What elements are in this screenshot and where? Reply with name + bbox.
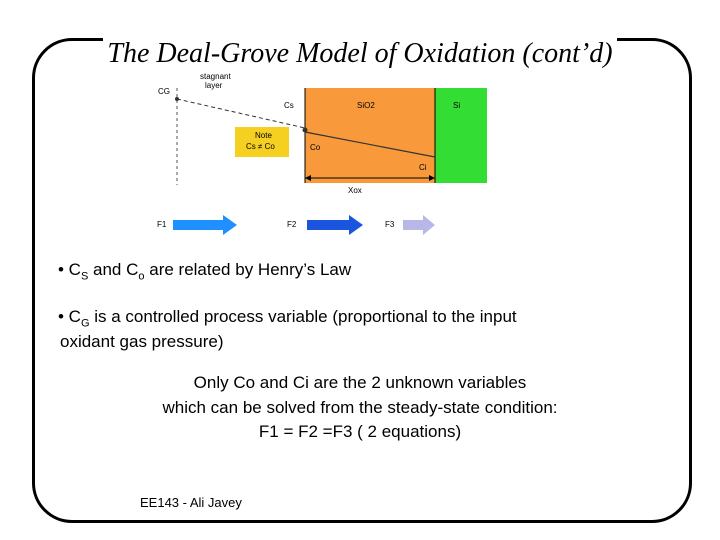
conclusion-line-3: F1 = F2 =F3 ( 2 equations) (258, 422, 462, 441)
gas-concentration-line (176, 98, 306, 129)
si-region (435, 88, 487, 183)
cs-label: Cs (284, 101, 294, 110)
xox-arrow-left (305, 175, 311, 181)
sio2-label: SiO2 (357, 101, 375, 110)
cs-point (302, 127, 308, 133)
sio2-region (305, 88, 435, 183)
ci-label: Ci (419, 163, 427, 172)
stagnant-label-1: stagnant (200, 72, 231, 81)
f2-label: F2 (287, 220, 297, 229)
cg-label: CG (158, 87, 170, 96)
deal-grove-diagram: stagnant layer CG Cs Co Ci SiO2 Si Note … (145, 70, 595, 240)
note-box (235, 127, 289, 157)
f1-arrow-head (223, 215, 237, 235)
f2-arrow-body (307, 220, 349, 230)
xox-label: Xox (348, 186, 362, 195)
stagnant-label-2: layer (205, 81, 223, 90)
slide-title: The Deal-Grove Model of Oxidation (cont’… (0, 38, 720, 70)
conclusion-line-1: Only Co and Ci are the 2 unknown variabl… (193, 373, 527, 392)
bullet-cg-variable: • CG is a controlled process variable (p… (58, 307, 517, 330)
xox-arrow-right (429, 175, 435, 181)
footer-credit: EE143 - Ali Javey (140, 495, 242, 510)
oxide-concentration-line (304, 131, 436, 158)
note-body: Cs ≠ Co (246, 142, 275, 151)
bullet-cg-variable-line2: oxidant gas pressure) (60, 332, 224, 351)
cg-point (175, 97, 179, 101)
bullet-henrys-law: • CS and Co are related by Henry’s Law (58, 260, 352, 283)
f1-arrow-body (173, 220, 223, 230)
conclusion-line-2: which can be solved from the steady-stat… (162, 398, 558, 417)
f1-label: F1 (157, 220, 167, 229)
f3-arrow-head (423, 215, 435, 235)
f3-label: F3 (385, 220, 395, 229)
co-label: Co (310, 143, 321, 152)
si-label: Si (453, 101, 461, 110)
note-title: Note (255, 131, 272, 140)
f3-arrow-body (403, 220, 423, 230)
diagram-svg (173, 88, 487, 235)
f2-arrow-head (349, 215, 363, 235)
